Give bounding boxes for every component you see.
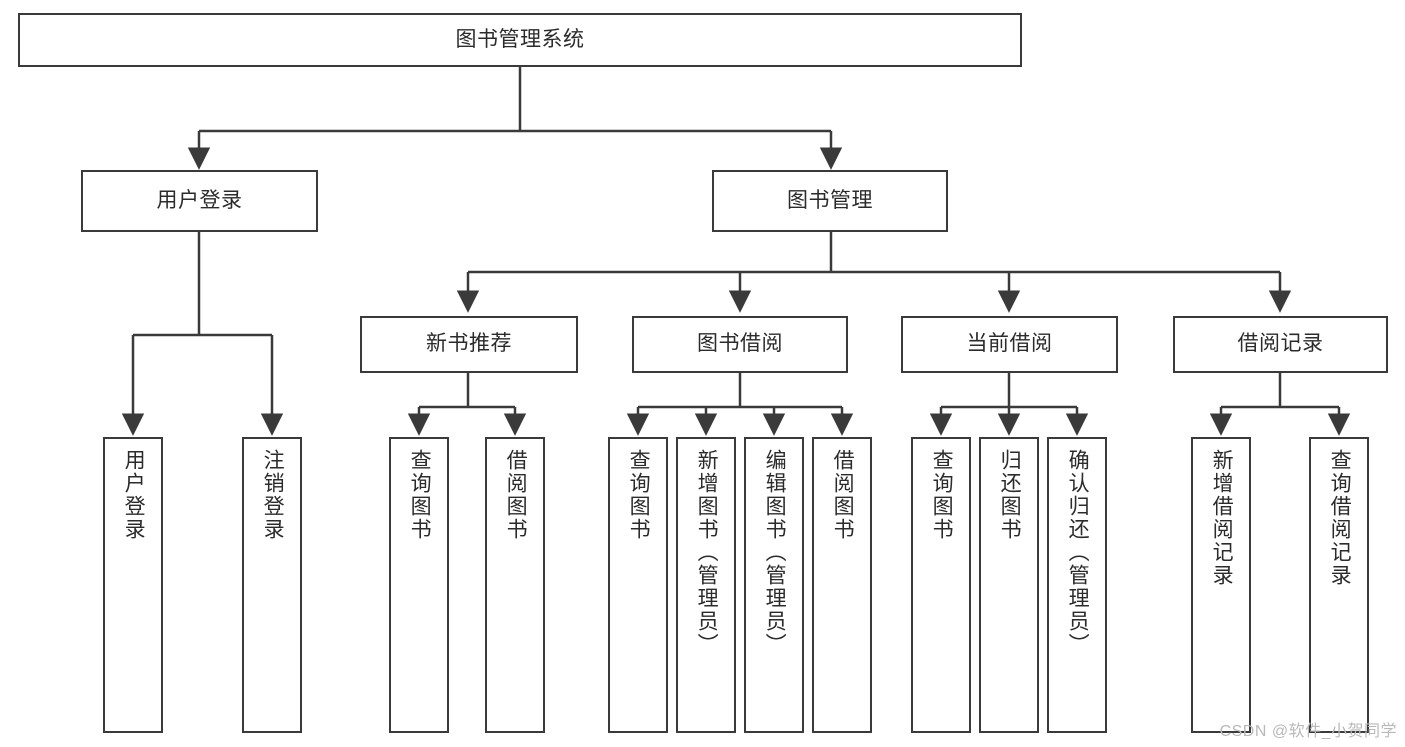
node-current-borrow[interactable]: 当前借阅 bbox=[901, 316, 1118, 373]
node-label: 新增图书（管理员） bbox=[695, 449, 719, 656]
node-label: 当前借阅 bbox=[966, 332, 1053, 356]
leaf-current-borrow-query[interactable]: 查询图书 bbox=[911, 437, 971, 733]
leaf-current-borrow-confirm-return[interactable]: 确认归还（管理员） bbox=[1047, 437, 1107, 733]
leaf-borrow-record-add[interactable]: 新增借阅记录 bbox=[1191, 437, 1251, 733]
node-label: 编辑图书（管理员） bbox=[763, 449, 787, 656]
node-label: 用户登录 bbox=[156, 188, 243, 212]
node-label: 图书借阅 bbox=[697, 332, 783, 356]
node-label: 注销登录 bbox=[261, 449, 285, 541]
node-label: 确认归还（管理员） bbox=[1066, 449, 1090, 656]
node-label: 用户登录 bbox=[122, 449, 146, 541]
node-label: 查询图书 bbox=[408, 449, 432, 541]
node-label: 查询借阅记录 bbox=[1328, 449, 1352, 587]
node-label: 查询图书 bbox=[930, 449, 954, 541]
leaf-new-book-query[interactable]: 查询图书 bbox=[389, 437, 449, 733]
leaf-borrow-record-query[interactable]: 查询借阅记录 bbox=[1309, 437, 1369, 733]
node-label: 借阅图书 bbox=[504, 449, 528, 541]
node-label: 借阅图书 bbox=[831, 449, 855, 541]
node-label: 图书管理系统 bbox=[455, 27, 585, 51]
node-root-system[interactable]: 图书管理系统 bbox=[18, 13, 1022, 67]
leaf-current-borrow-return[interactable]: 归还图书 bbox=[979, 437, 1039, 733]
node-book-borrow[interactable]: 图书借阅 bbox=[632, 316, 848, 373]
node-label: 借阅记录 bbox=[1237, 332, 1324, 356]
node-user-login[interactable]: 用户登录 bbox=[81, 170, 318, 232]
node-label: 图书管理 bbox=[787, 188, 873, 212]
leaf-book-borrow-add[interactable]: 新增图书（管理员） bbox=[676, 437, 736, 733]
leaf-book-borrow-edit[interactable]: 编辑图书（管理员） bbox=[744, 437, 804, 733]
node-borrow-record[interactable]: 借阅记录 bbox=[1173, 316, 1388, 373]
csdn-watermark: CSDN @软件_小贺同学 bbox=[1219, 723, 1397, 740]
leaf-book-borrow-borrow[interactable]: 借阅图书 bbox=[812, 437, 872, 733]
node-label: 归还图书 bbox=[998, 449, 1022, 541]
leaf-book-borrow-query[interactable]: 查询图书 bbox=[608, 437, 668, 733]
leaf-new-book-borrow[interactable]: 借阅图书 bbox=[485, 437, 545, 733]
node-new-book-recommend[interactable]: 新书推荐 bbox=[360, 316, 578, 373]
leaf-user-login-logout[interactable]: 注销登录 bbox=[242, 437, 302, 733]
node-book-management[interactable]: 图书管理 bbox=[712, 170, 948, 232]
node-label: 新书推荐 bbox=[426, 332, 512, 356]
node-label: 新增借阅记录 bbox=[1210, 449, 1234, 587]
leaf-user-login-login[interactable]: 用户登录 bbox=[103, 437, 163, 733]
node-label: 查询图书 bbox=[627, 449, 651, 541]
